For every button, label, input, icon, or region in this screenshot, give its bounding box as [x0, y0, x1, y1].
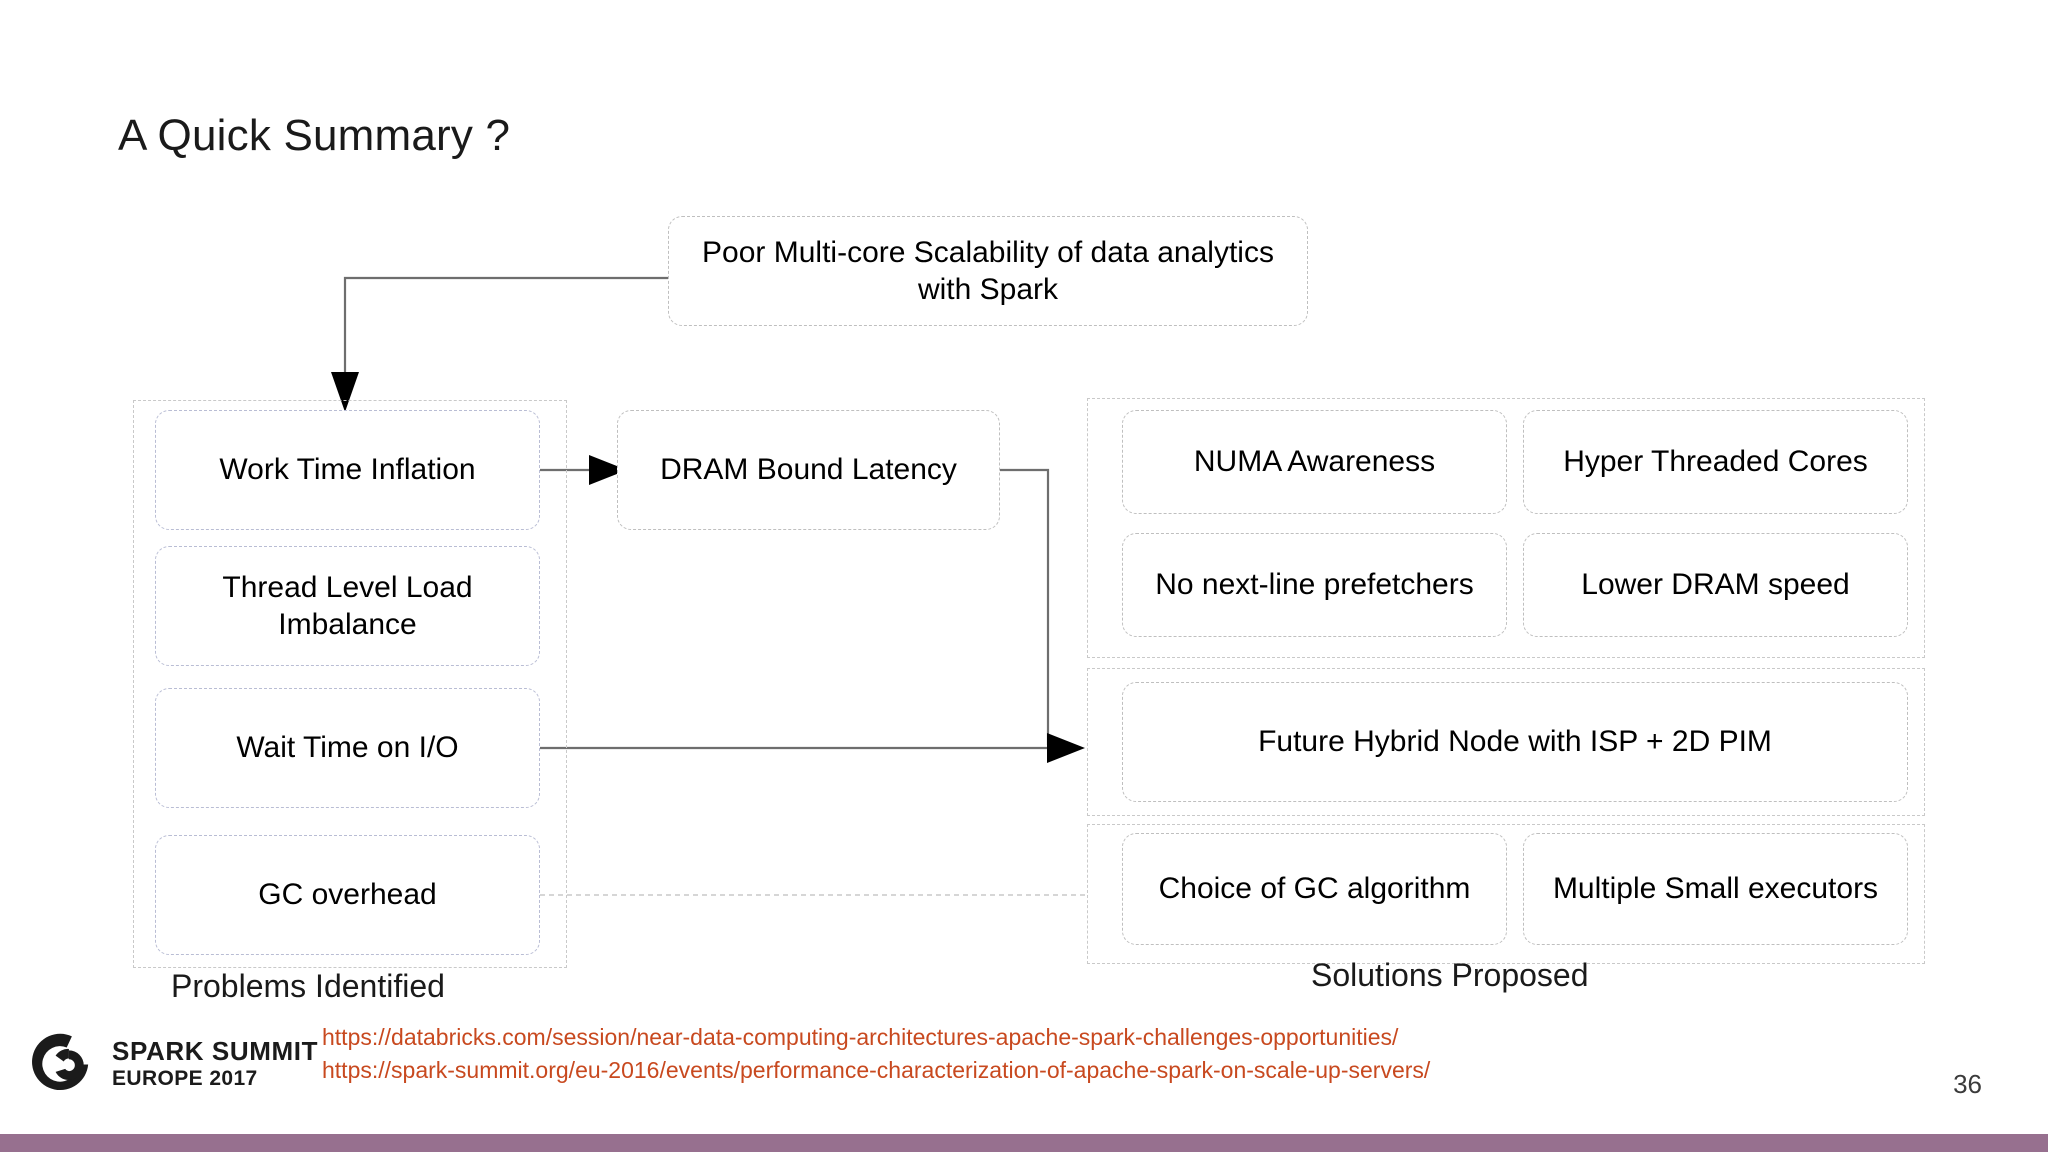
node-future-hybrid-node[interactable]: Future Hybrid Node with ISP + 2D PIM — [1122, 682, 1908, 802]
node-label: No next-line prefetchers — [1155, 568, 1474, 602]
node-label: Multiple Small executors — [1552, 872, 1879, 906]
node-dram-bound-latency[interactable]: DRAM Bound Latency — [617, 410, 1000, 530]
node-wait-time-on-io[interactable]: Wait Time on I/O — [155, 688, 540, 808]
caption-problems-identified: Problems Identified — [171, 968, 445, 1004]
footer-accent-bar — [0, 1134, 2048, 1152]
node-label: Lower DRAM speed — [1581, 568, 1850, 602]
node-label: Thread Level Load Imbalance — [222, 570, 473, 641]
node-work-time-inflation[interactable]: Work Time Inflation — [155, 410, 540, 530]
node-label: Wait Time on I/O — [236, 731, 459, 765]
node-label: DRAM Bound Latency — [660, 453, 957, 487]
reference-link-2[interactable]: https://spark-summit.org/eu-2016/events/… — [322, 1056, 1431, 1083]
group-solutions-gc — [1087, 824, 1925, 964]
node-lower-dram-speed[interactable]: Lower DRAM speed — [1523, 533, 1908, 637]
node-no-next-line-prefetchers[interactable]: No next-line prefetchers — [1122, 533, 1507, 637]
reference-links: https://databricks.com/session/near-data… — [322, 1021, 1430, 1086]
spark-swirl-icon — [32, 1033, 89, 1091]
node-label: Work Time Inflation — [219, 453, 476, 487]
reference-link-1[interactable]: https://databricks.com/session/near-data… — [322, 1024, 1399, 1050]
node-label: Choice of GC algorithm — [1158, 872, 1471, 906]
page-number: 36 — [1953, 1069, 1982, 1099]
node-label: NUMA Awareness — [1193, 445, 1436, 479]
logo-line-1: SPARK SUMMIT — [112, 1035, 319, 1066]
node-choice-of-gc-algorithm[interactable]: Choice of GC algorithm — [1122, 833, 1507, 945]
node-root-problem[interactable]: Poor Multi-core Scalability of data anal… — [668, 216, 1308, 326]
page-title: A Quick Summary ? — [118, 111, 511, 160]
caption-solutions-proposed: Solutions Proposed — [1311, 957, 1589, 993]
group-problems — [133, 400, 567, 968]
node-gc-overhead[interactable]: GC overhead — [155, 835, 540, 955]
node-label: Future Hybrid Node with ISP + 2D PIM — [1258, 725, 1772, 759]
node-label: Poor Multi-core Scalability of data anal… — [702, 235, 1274, 306]
group-solutions-memory — [1087, 398, 1925, 658]
node-numa-awareness[interactable]: NUMA Awareness — [1122, 410, 1507, 514]
logo-line-2: EUROPE 2017 — [112, 1066, 258, 1090]
node-label: GC overhead — [258, 878, 437, 912]
spark-summit-logo: SPARK SUMMIT EUROPE 2017 — [26, 1026, 318, 1100]
node-thread-level-load-imbalance[interactable]: Thread Level Load Imbalance — [155, 546, 540, 666]
group-solutions-future-node — [1087, 668, 1925, 816]
node-label: Hyper Threaded Cores — [1563, 445, 1868, 479]
node-hyper-threaded-cores[interactable]: Hyper Threaded Cores — [1523, 410, 1908, 514]
node-multiple-small-executors[interactable]: Multiple Small executors — [1523, 833, 1908, 945]
